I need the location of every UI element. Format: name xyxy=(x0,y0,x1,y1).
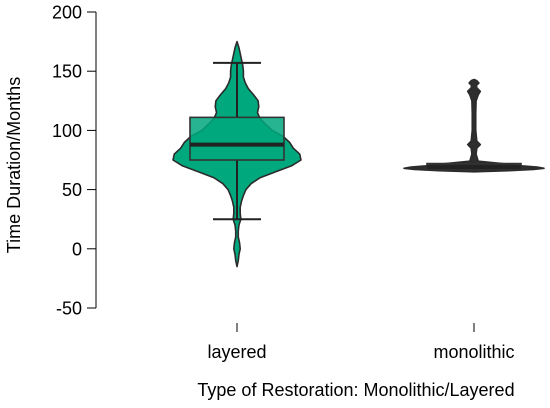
y-tick-label: 0 xyxy=(72,239,82,259)
x-tick-label: layered xyxy=(207,342,266,362)
y-axis: -50 0 50 100 150 200 xyxy=(52,3,97,319)
y-tick-label: -50 xyxy=(56,299,82,319)
box-layered xyxy=(189,116,285,161)
y-tick-label: 50 xyxy=(62,180,82,200)
y-tick-label: 200 xyxy=(52,3,82,23)
y-axis-label: Time Duration/Months xyxy=(4,77,24,253)
y-tick-label: 100 xyxy=(52,121,82,141)
y-tick-label: 150 xyxy=(52,62,82,82)
x-tick-label: monolithic xyxy=(433,342,514,362)
x-axis: layered monolithic xyxy=(207,323,515,362)
x-axis-label: Type of Restoration: Monolithic/Layered xyxy=(197,380,514,400)
plot-area xyxy=(172,40,545,268)
violin-monolithic xyxy=(403,78,545,173)
